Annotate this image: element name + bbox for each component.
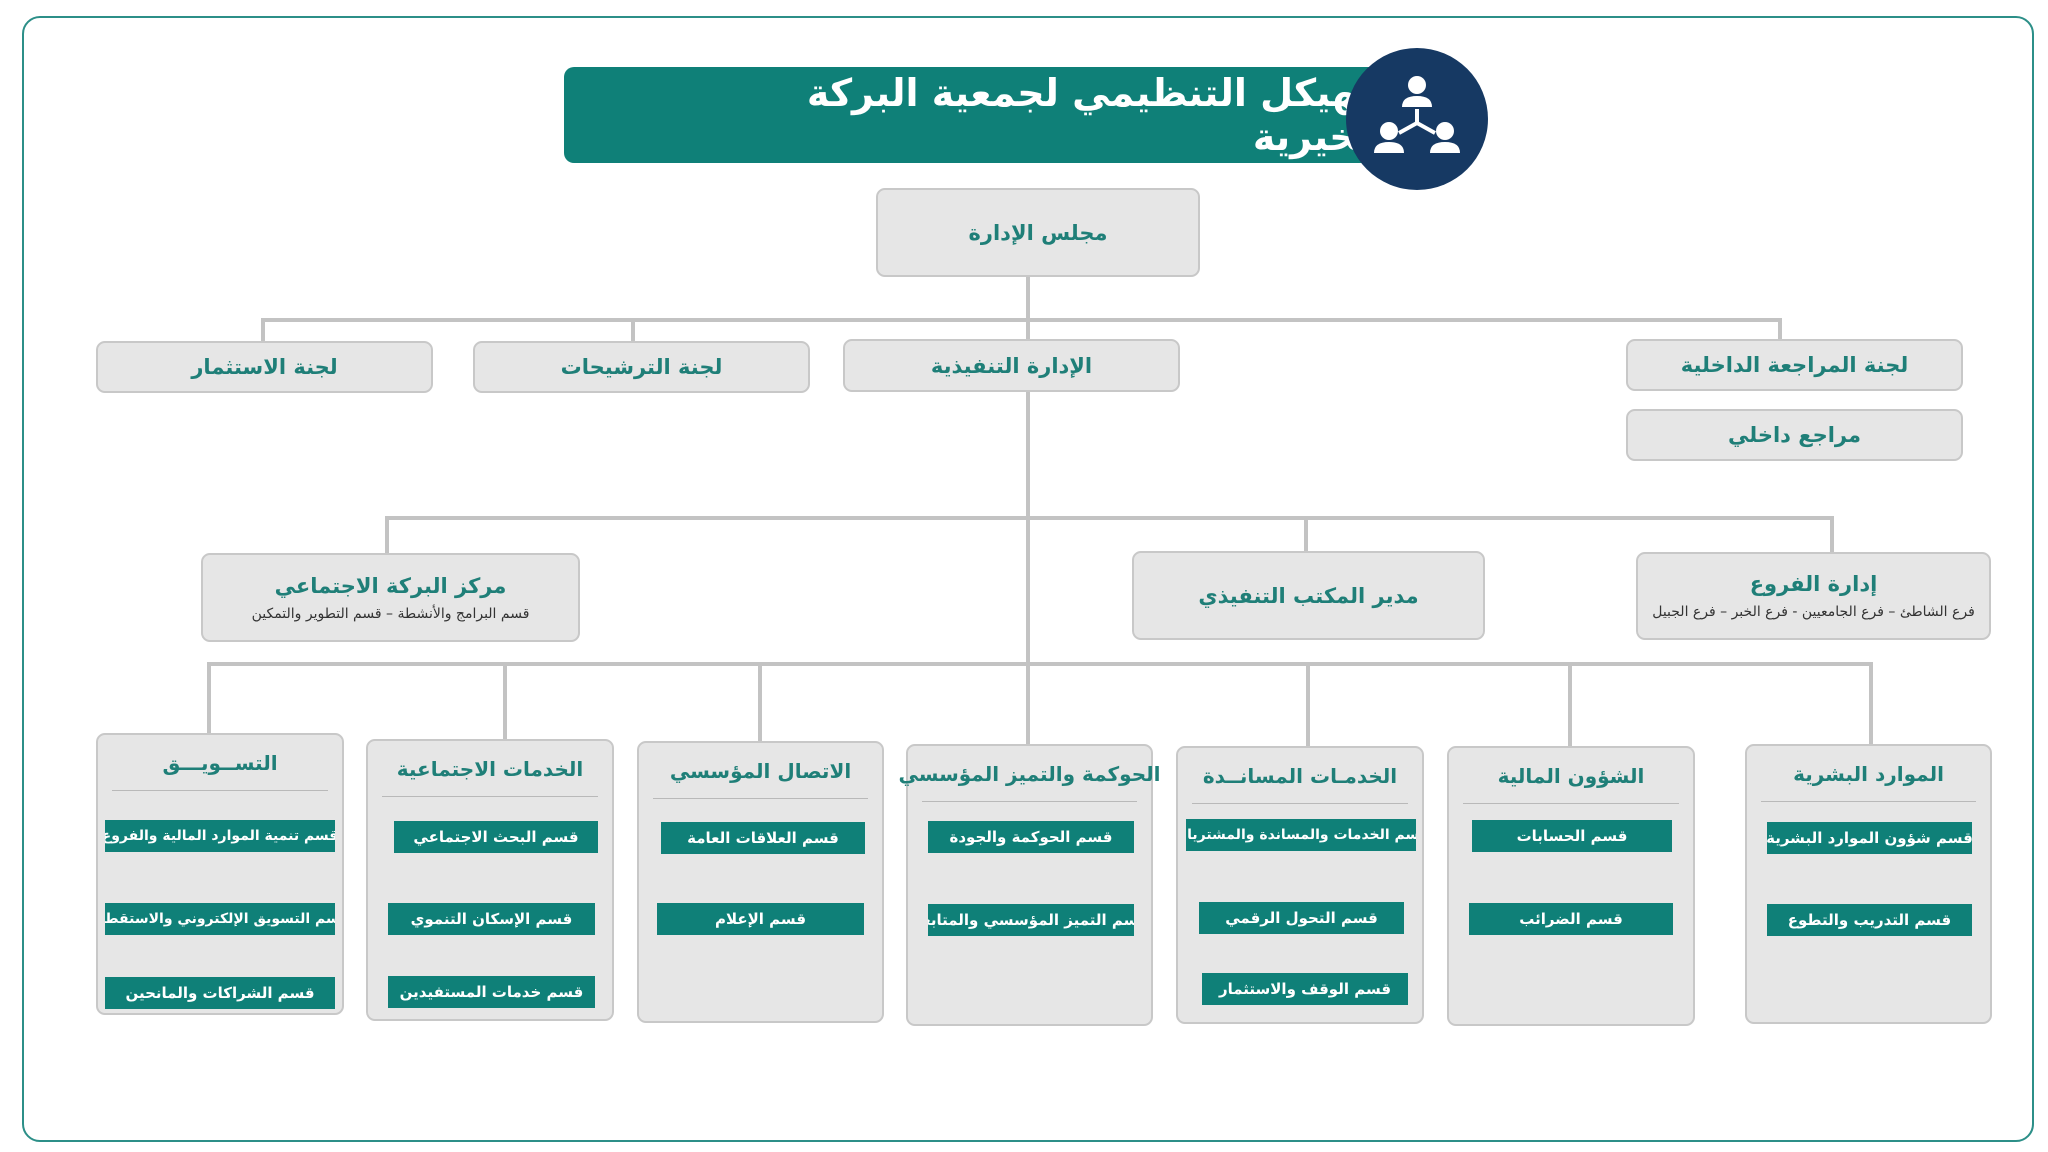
dept-hr: الموارد البشرية قسم شؤون الموارد البشرية…	[1745, 744, 1992, 1024]
dept-communication-title: الاتصال المؤسسي	[653, 743, 868, 799]
branches-label: إدارة الفروع	[1749, 572, 1878, 596]
dept-hr-item: قسم شؤون الموارد البشرية	[1767, 822, 1972, 854]
dept-support-title: الخدمـات المسانــدة	[1192, 748, 1408, 804]
dept-marketing-item: قسم الشراكات والمانحين	[105, 977, 335, 1009]
dept-marketing-title: التســويـــق	[112, 735, 328, 791]
internal-auditor-label: مراجع داخلي	[1728, 423, 1861, 447]
internal-audit-committee-label: لجنة المراجعة الداخلية	[1680, 353, 1909, 377]
org-structure-icon	[1346, 48, 1488, 190]
exec-office-box: مدير المكتب التنفيذي	[1132, 551, 1485, 640]
dept-governance-item: قسم التميز المؤسسي والمتابعة	[928, 904, 1134, 936]
dept-hr-title: الموارد البشرية	[1761, 746, 1976, 802]
dept-social-services-title: الخدمات الاجتماعية	[382, 741, 598, 797]
dept-marketing-item: قسم تنمية الموارد المالية والفروع	[105, 820, 335, 852]
dept-governance-title: الحوكمة والتميز المؤسسي	[899, 746, 1160, 802]
branches-sub: فرع الشاطئ – فرع الجامعيين - فرع الخبر –…	[1652, 604, 1975, 620]
dept-communication-item: قسم العلاقات العامة	[661, 822, 865, 854]
social-center-label: مركز البركة الاجتماعي	[274, 573, 507, 598]
exec-office-label: مدير المكتب التنفيذي	[1198, 583, 1419, 608]
title-banner: الهيكل التنظيمي لجمعية البركة الخيرية	[564, 67, 1384, 163]
page-frame	[22, 16, 2034, 1142]
board-box: مجلس الإدارة	[876, 188, 1200, 277]
dept-social-services: الخدمات الاجتماعية قسم البحث الاجتماعي ق…	[366, 739, 614, 1021]
dept-governance: الحوكمة والتميز المؤسسي قسم الحوكمة والج…	[899, 744, 1160, 1026]
dept-social-services-item: قسم الإسكان التنموي	[388, 903, 595, 935]
nominations-committee-label: لجنة الترشيحات	[560, 355, 723, 379]
dept-support-item: قسم الوقف والاستثمار	[1202, 973, 1408, 1005]
dept-finance-item: قسم الحسابات	[1472, 820, 1672, 852]
page-title: الهيكل التنظيمي لجمعية البركة الخيرية	[806, 71, 1384, 159]
investment-committee-box: لجنة الاستثمار	[96, 341, 433, 393]
dept-communication: الاتصال المؤسسي قسم العلاقات العامة قسم …	[637, 741, 884, 1023]
dept-support-item: قسم الخدمات والمساندة والمشتريات	[1186, 819, 1416, 851]
dept-marketing-item: قسم التسويق الإلكتروني والاستقطاع	[105, 903, 335, 935]
social-center-box: مركز البركة الاجتماعي قسم البرامج والأنش…	[201, 553, 580, 642]
internal-auditor-box: مراجع داخلي	[1626, 409, 1963, 461]
dept-finance-item: قسم الضرائب	[1469, 903, 1673, 935]
executive-management-box: الإدارة التنفيذية	[843, 339, 1180, 392]
internal-audit-committee-box: لجنة المراجعة الداخلية	[1626, 339, 1963, 391]
dept-communication-item: قسم الإعلام	[657, 903, 864, 935]
nominations-committee-box: لجنة الترشيحات	[473, 341, 810, 393]
dept-social-services-item: قسم خدمات المستفيدين	[388, 976, 595, 1008]
dept-hr-item: قسم التدريب والتطوع	[1767, 904, 1972, 936]
dept-social-services-item: قسم البحث الاجتماعي	[394, 821, 598, 853]
board-label: مجلس الإدارة	[968, 220, 1108, 245]
dept-marketing: التســويـــق قسم تنمية الموارد المالية و…	[96, 733, 344, 1015]
social-center-sub: قسم البرامج والأنشطة – قسم التطوير والتم…	[251, 605, 530, 622]
branches-box: إدارة الفروع فرع الشاطئ – فرع الجامعيين …	[1636, 552, 1991, 640]
dept-support: الخدمـات المسانــدة قسم الخدمات والمساند…	[1176, 746, 1424, 1024]
investment-committee-label: لجنة الاستثمار	[191, 355, 338, 379]
executive-management-label: الإدارة التنفيذية	[930, 353, 1093, 378]
dept-support-item: قسم التحول الرقمي	[1199, 902, 1404, 934]
dept-finance: الشؤون المالية قسم الحسابات قسم الضرائب	[1447, 746, 1695, 1026]
dept-governance-item: قسم الحوكمة والجودة	[928, 821, 1134, 853]
dept-finance-title: الشؤون المالية	[1463, 748, 1679, 804]
